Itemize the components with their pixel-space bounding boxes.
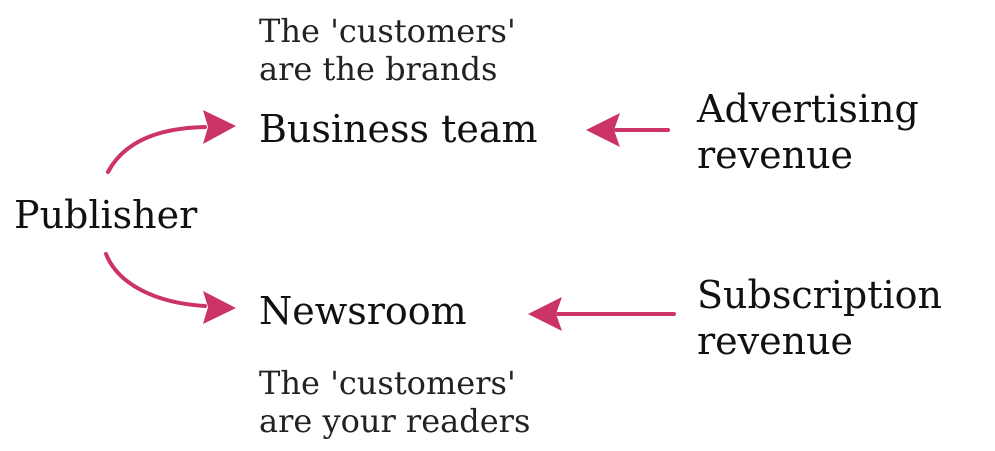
newsroom-label: Newsroom	[259, 289, 467, 333]
arrow-subscription-to-newsroom	[528, 297, 676, 331]
advertising-line1: Advertising	[697, 87, 919, 131]
arrow-publisher-to-newsroom	[104, 252, 236, 324]
subscription-line1: Subscription	[697, 273, 943, 317]
advertising-line2: revenue	[697, 133, 854, 177]
advertising-revenue-label: Advertising revenue	[697, 86, 919, 178]
arrow-publisher-to-business	[106, 110, 236, 174]
newsroom-note-line2: are your readers	[259, 402, 531, 440]
subscription-line2: revenue	[697, 319, 854, 363]
newsroom-note-line1: The 'customers'	[259, 364, 516, 402]
business-note-line1: The 'customers'	[259, 12, 516, 50]
business-note-line2: are the brands	[259, 50, 498, 88]
business-team-label: Business team	[259, 107, 538, 151]
publisher-label: Publisher	[14, 193, 198, 237]
business-note: The 'customers' are the brands	[259, 12, 516, 88]
subscription-revenue-label: Subscription revenue	[697, 272, 942, 364]
newsroom-note: The 'customers' are your readers	[259, 364, 530, 440]
arrow-advertising-to-business	[586, 113, 670, 147]
